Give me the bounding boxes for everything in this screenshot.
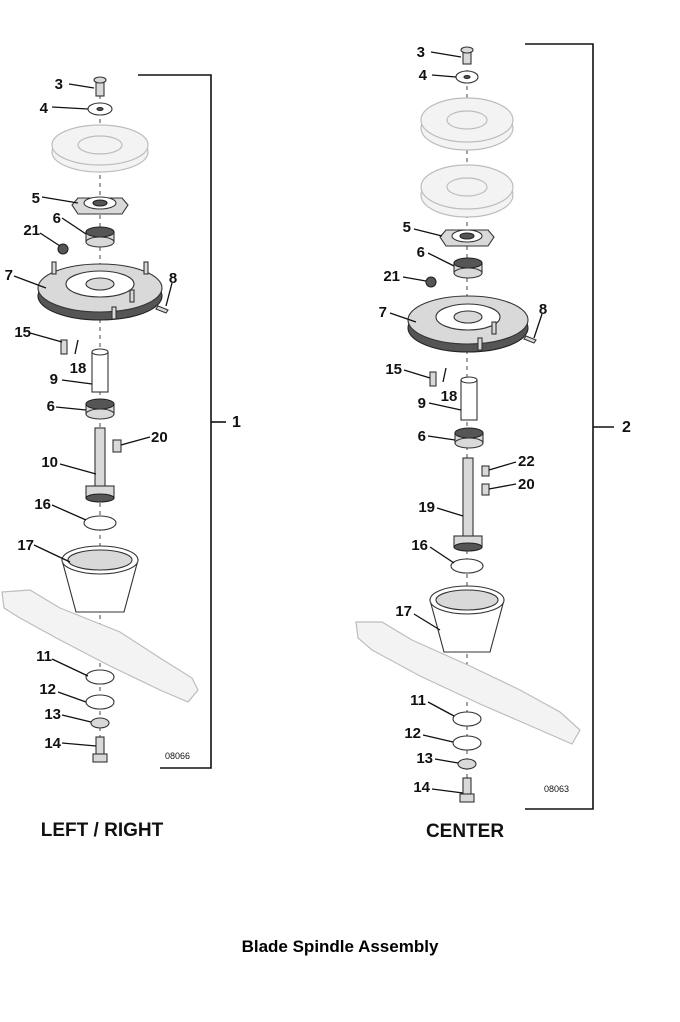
part-bolt-3-center <box>460 46 474 65</box>
part-housing-7 <box>37 261 163 321</box>
part-washer-16 <box>83 515 117 531</box>
callout-20: 20 <box>151 429 168 446</box>
part-shaft-19 <box>453 457 483 552</box>
part-bearing-6-upper <box>85 226 115 248</box>
callout-15: 15 <box>14 324 31 341</box>
ghost-pulleys-center <box>420 97 514 218</box>
part-key-22 <box>481 465 490 477</box>
part-12-center <box>452 735 482 751</box>
callout-18: 18 <box>70 360 87 377</box>
assembly-center: 3 4 5 6 21 7 8 15 18 9 6 22 20 19 16 17 … <box>355 43 631 842</box>
part-pin-8-center <box>523 335 537 344</box>
part-15 <box>60 339 68 355</box>
callout-14: 14 <box>44 735 61 752</box>
part-bolt-14-center <box>459 777 475 803</box>
callout-17: 17 <box>17 537 34 554</box>
callout-5: 5 <box>32 190 40 207</box>
callout-10: 10 <box>41 454 58 471</box>
callout-3-center: 3 <box>417 44 425 61</box>
part-bolt-3 <box>93 76 107 97</box>
callout-7-center: 7 <box>379 304 387 321</box>
caption-left-right: LEFT / RIGHT <box>41 820 164 841</box>
part-12 <box>85 694 115 710</box>
callout-8: 8 <box>169 270 177 287</box>
bracket-center <box>525 43 594 810</box>
callout-9-center: 9 <box>418 395 426 412</box>
callouts-left: 3 4 5 21 6 7 8 15 18 9 6 20 10 16 17 11 … <box>5 76 178 752</box>
part-bolt-14 <box>92 736 108 763</box>
callout-6-center: 6 <box>417 244 425 261</box>
part-18-center <box>442 367 447 383</box>
part-bearing-6-upper-center <box>453 257 483 279</box>
part-washer-4-center <box>455 70 479 84</box>
part-housing-7-center <box>407 295 529 353</box>
callout-4-center: 4 <box>419 67 428 84</box>
part-pin-8 <box>155 305 169 314</box>
figure-code-08063: 08063 <box>544 784 569 794</box>
callout-5-center: 5 <box>403 219 411 236</box>
reference-number-1: 1 <box>232 414 241 431</box>
caption-center: CENTER <box>426 821 504 842</box>
reference-number-2: 2 <box>622 419 631 436</box>
callout-22: 22 <box>518 453 535 470</box>
callout-19: 19 <box>418 499 435 516</box>
callout-11-center: 11 <box>410 692 426 709</box>
callout-9: 9 <box>50 371 58 388</box>
part-cup-17-center <box>429 585 505 653</box>
part-key-20 <box>112 439 122 453</box>
part-washer-4 <box>87 102 113 116</box>
callout-17-center: 17 <box>395 603 412 620</box>
part-bearing-6-lower <box>85 398 115 420</box>
callout-13-center: 13 <box>416 750 433 767</box>
leader-lines-left <box>13 83 173 747</box>
part-15-center <box>429 371 437 387</box>
part-11-center <box>452 711 482 727</box>
diagram-title: Blade Spindle Assembly <box>242 937 439 956</box>
part-key-20-center <box>481 483 490 496</box>
part-cup-17 <box>61 545 139 613</box>
callout-6-lower: 6 <box>47 398 55 415</box>
part-shaft-10 <box>85 427 115 503</box>
callout-18-center: 18 <box>441 388 458 405</box>
callout-16: 16 <box>34 496 51 513</box>
callout-21: 21 <box>23 222 40 239</box>
callout-12: 12 <box>39 681 56 698</box>
part-18 <box>74 339 79 355</box>
callout-14-center: 14 <box>413 779 430 796</box>
callout-7: 7 <box>5 267 13 284</box>
part-bearing-6-lower-center <box>454 427 484 449</box>
part-spacer-9-center <box>460 376 478 421</box>
part-flange-5 <box>71 196 129 215</box>
part-spacer-9 <box>91 348 109 393</box>
callout-20-center: 20 <box>518 476 535 493</box>
leader-lines-center <box>389 51 543 794</box>
assembly-left-right: 3 4 5 21 6 7 8 15 18 9 6 20 10 16 17 11 … <box>1 74 241 841</box>
part-flange-5-center <box>439 229 495 247</box>
callout-15-center: 15 <box>385 361 402 378</box>
callout-16-center: 16 <box>411 537 428 554</box>
part-washer-16-center <box>450 558 484 574</box>
figure-code-08066: 08066 <box>165 751 190 761</box>
callout-8-center: 8 <box>539 301 547 318</box>
part-21 <box>57 243 69 255</box>
callout-4: 4 <box>40 100 49 117</box>
callouts-center: 3 4 5 6 21 7 8 15 18 9 6 22 20 19 16 17 … <box>379 44 548 796</box>
callout-6: 6 <box>53 210 61 227</box>
part-11 <box>85 669 115 685</box>
callout-3: 3 <box>55 76 63 93</box>
ghost-blade-center <box>355 621 581 745</box>
callout-11: 11 <box>36 648 52 665</box>
part-21-center <box>425 276 437 288</box>
part-13 <box>90 717 110 729</box>
ghost-blade <box>1 589 199 703</box>
callout-12-center: 12 <box>404 725 421 742</box>
callout-13: 13 <box>44 706 61 723</box>
ghost-pulley <box>51 124 149 173</box>
callout-6-lower-center: 6 <box>418 428 426 445</box>
callout-21-center: 21 <box>383 268 400 285</box>
part-13-center <box>457 758 477 770</box>
